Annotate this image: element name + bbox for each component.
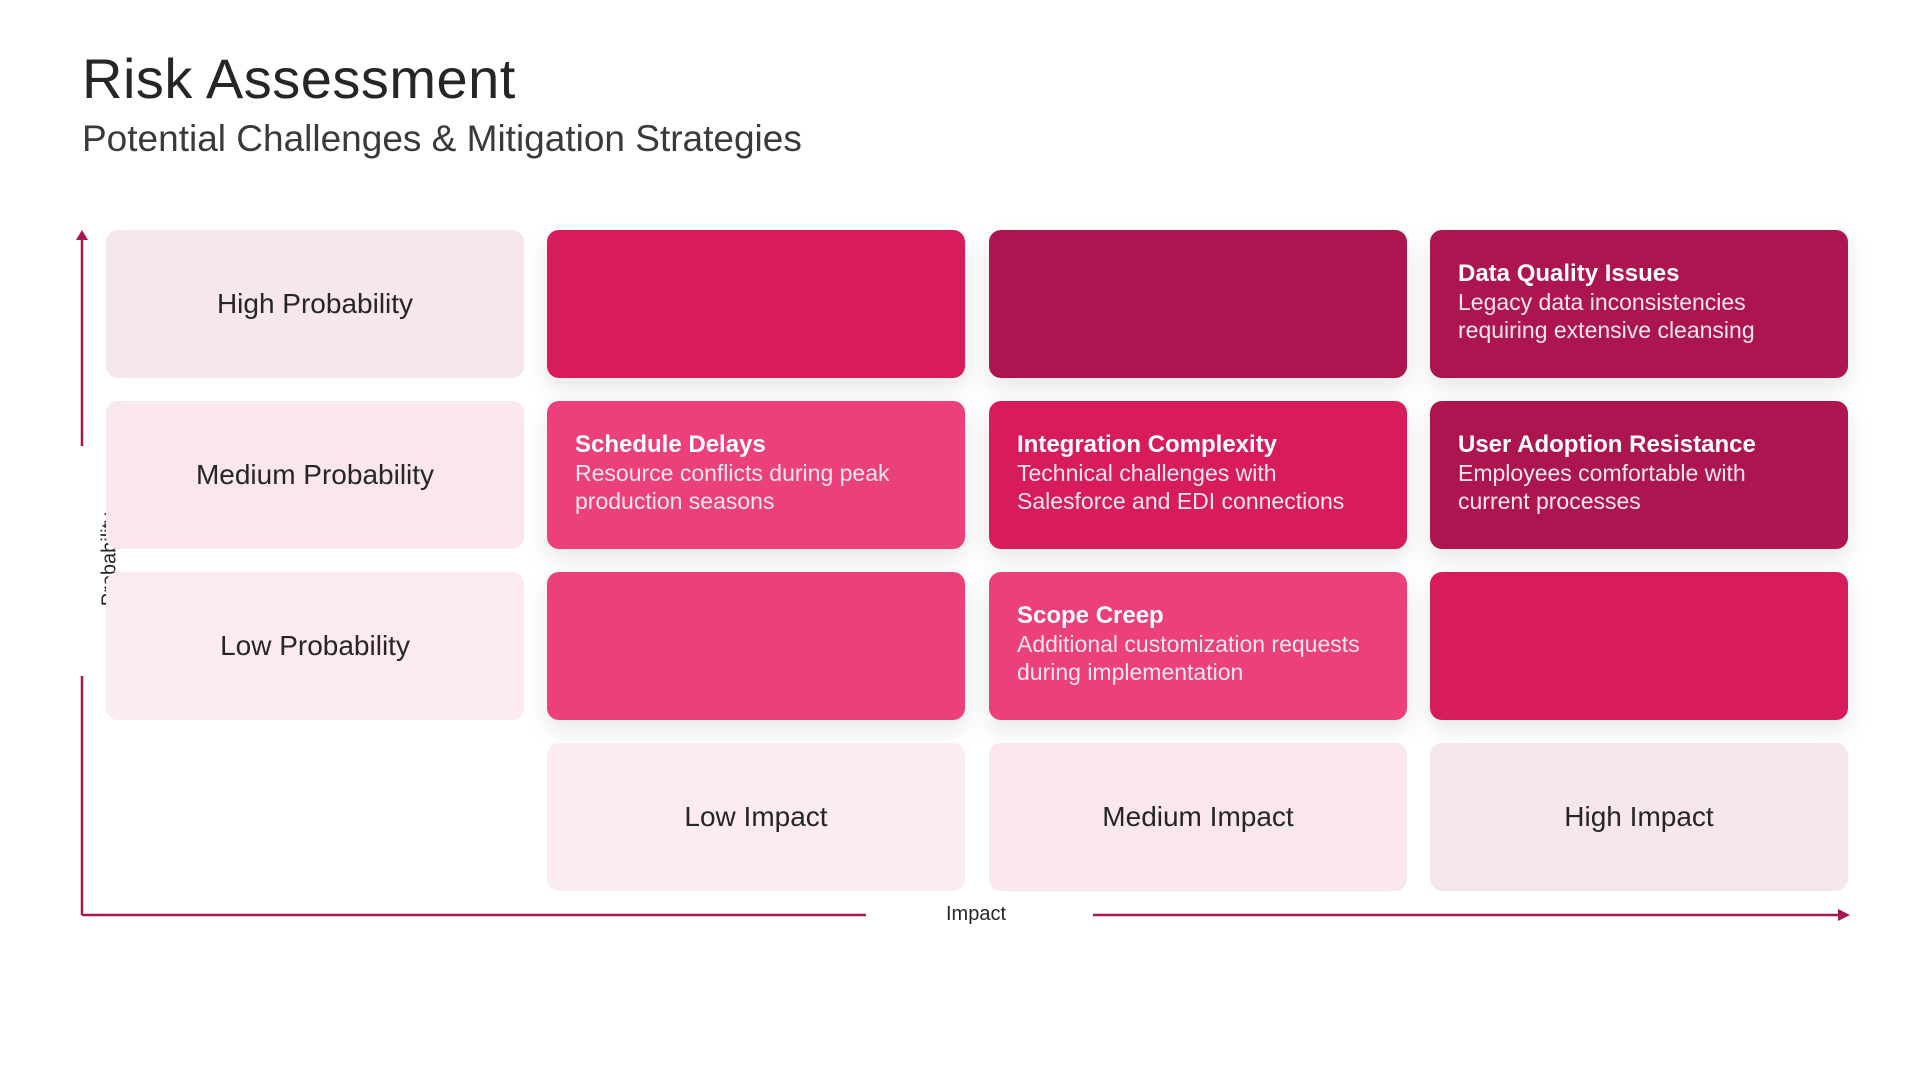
risk-cell-user-adoption-resistance: User Adoption Resistance Employees comfo… (1430, 401, 1848, 549)
probability-label-high: High Probability (106, 230, 524, 378)
y-axis-arrowhead (76, 230, 88, 240)
risk-description: Resource conflicts during peak productio… (575, 460, 890, 514)
risk-cell-schedule-delays: Schedule Delays Resource conflicts durin… (547, 401, 965, 549)
probability-label-low: Low Probability (106, 572, 524, 720)
risk-cell-high-prob-low-impact (547, 230, 965, 378)
risk-cell-scope-creep: Scope Creep Additional customization req… (989, 572, 1407, 720)
risk-description: Technical challenges with Salesforce and… (1017, 460, 1345, 514)
risk-title: Schedule Delays (575, 431, 766, 458)
risk-title: User Adoption Resistance (1458, 431, 1756, 458)
impact-label-low: Low Impact (547, 743, 965, 891)
risk-title: Data Quality Issues (1458, 260, 1680, 287)
risk-description: Additional customization requests during… (1017, 631, 1360, 685)
risk-title: Integration Complexity (1017, 431, 1278, 458)
impact-label-medium: Medium Impact (989, 743, 1407, 891)
risk-description: Legacy data inconsistencies requiring ex… (1458, 289, 1755, 343)
x-axis-arrowhead (1838, 909, 1850, 921)
risk-cell-integration-complexity: Integration Complexity Technical challen… (989, 401, 1407, 549)
risk-description: Employees comfortable with current proce… (1458, 460, 1746, 514)
risk-cell-data-quality-issues: Data Quality Issues Legacy data inconsis… (1430, 230, 1848, 378)
probability-label-medium: Medium Probability (106, 401, 524, 549)
x-axis-label: Impact (946, 903, 1007, 925)
risk-cell-low-prob-low-impact (547, 572, 965, 720)
page-title: Risk Assessment (82, 47, 516, 110)
page-subtitle: Potential Challenges & Mitigation Strate… (82, 118, 802, 159)
risk-cell-high-prob-medium-impact (989, 230, 1407, 378)
risk-cell-low-prob-high-impact (1430, 572, 1848, 720)
risk-title: Scope Creep (1017, 602, 1164, 629)
impact-label-high: High Impact (1430, 743, 1848, 891)
